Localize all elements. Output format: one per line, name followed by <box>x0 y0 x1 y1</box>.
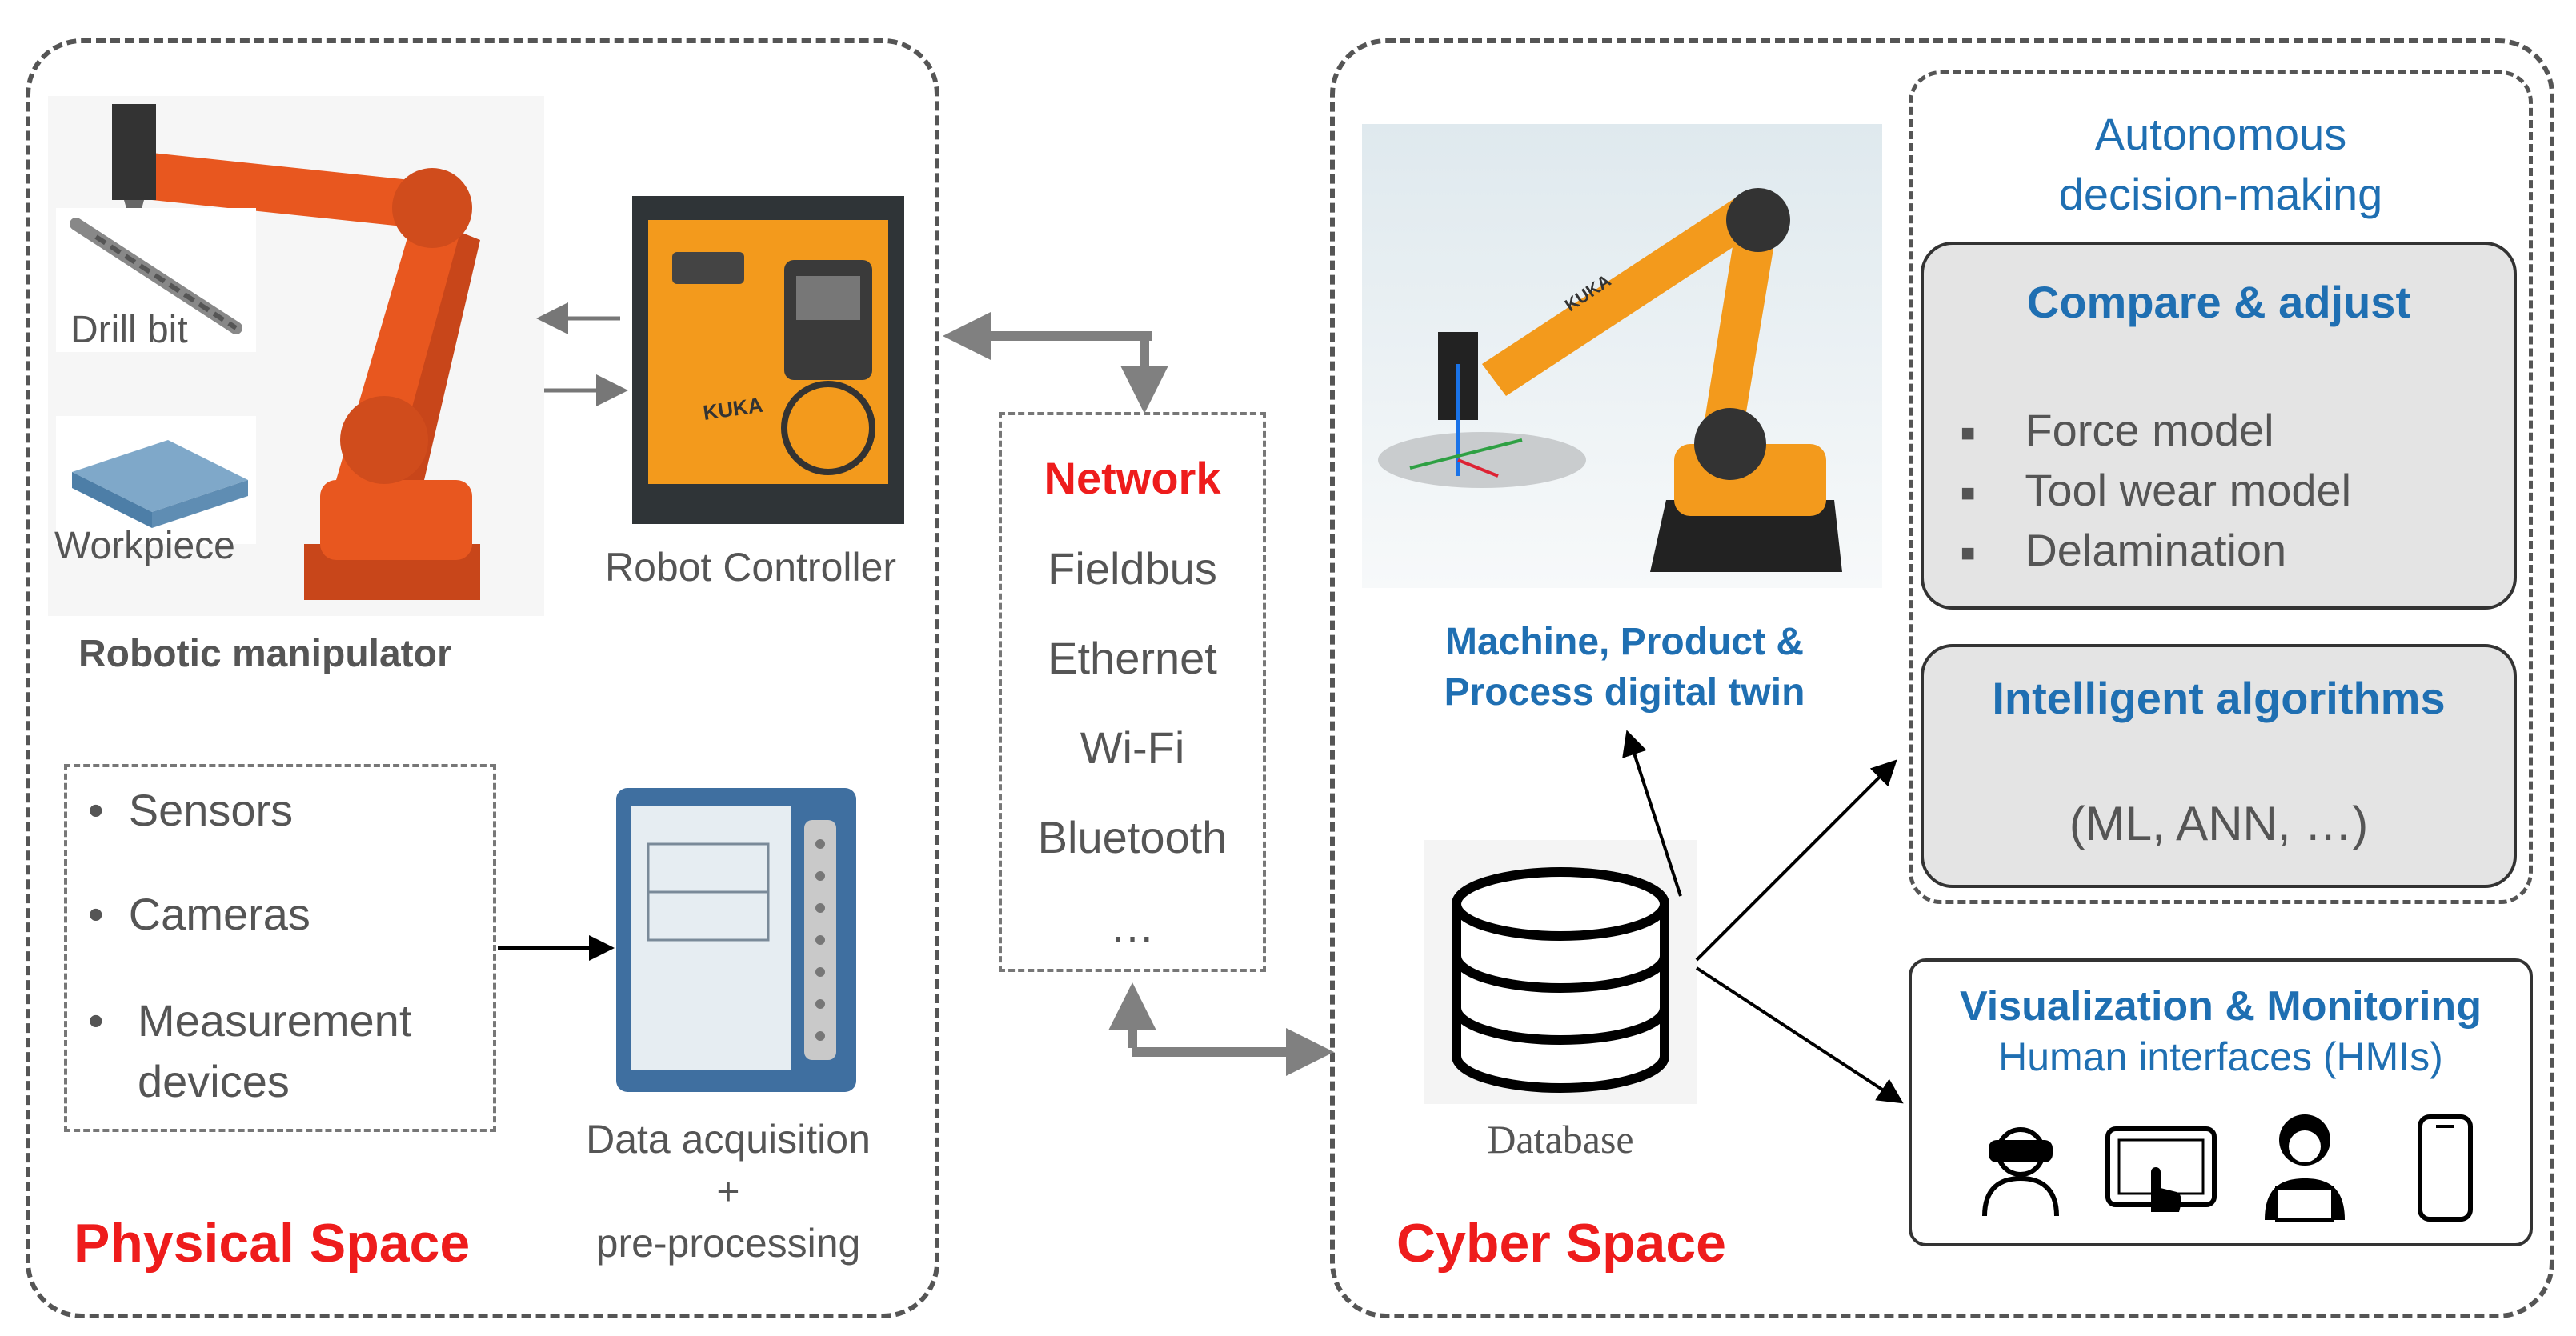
daq-label-line3: pre-processing <box>595 1221 861 1266</box>
physical-space-title: Physical Space <box>74 1213 471 1274</box>
sensors-box <box>64 764 496 1132</box>
network-title: Network <box>1044 453 1221 503</box>
bullet: • <box>88 995 129 1046</box>
cameras-item: • Cameras <box>88 888 310 940</box>
twin-label-line2: Process digital twin <box>1444 671 1805 714</box>
workpiece-label: Workpiece <box>54 525 235 567</box>
visualization-box <box>1909 958 2533 1246</box>
database-to-twin-arrow <box>1622 730 1682 897</box>
robotic-manipulator-label: Robotic manipulator <box>78 633 452 675</box>
bullet: ■ <box>1961 420 1976 447</box>
cameras-text: Cameras <box>128 889 310 939</box>
daq-label-line2: + <box>716 1169 740 1214</box>
autonomous-label-line1: Autonomous <box>2094 109 2347 159</box>
network-ellipsis: … <box>1110 901 1155 951</box>
bullet: • <box>88 889 129 939</box>
robot-controller-label: Robot Controller <box>605 545 897 590</box>
database-to-algorithms-arrow <box>1695 759 1897 962</box>
network-ethernet: Ethernet <box>1048 633 1217 683</box>
autonomous-decision-box <box>1909 70 2533 904</box>
delamination-text: Delamination <box>2025 525 2287 575</box>
intelligent-algorithms-sub: (ML, ANN, …) <box>2069 797 2369 850</box>
autonomous-label-line2: decision-making <box>2058 169 2383 219</box>
twin-label-line1: Machine, Product & <box>1444 621 1805 663</box>
delamination-item: ■ Delamination <box>1961 524 2286 576</box>
cyber-space-title: Cyber Space <box>1396 1213 1726 1274</box>
cyber-space-panel <box>1330 38 2554 1318</box>
sensors-text: Sensors <box>128 785 294 835</box>
touchscreen-icon <box>2105 1126 2217 1212</box>
network-box <box>999 412 1266 972</box>
visualization-title: Visualization & Monitoring <box>1960 983 2482 1030</box>
compare-adjust-title: Compare & adjust <box>2026 277 2411 327</box>
operator-laptop-icon <box>2265 1114 2345 1222</box>
database-to-visualization-arrow <box>1695 966 1904 1104</box>
sensors-item: • Sensors <box>88 784 293 836</box>
robot-controller-image: KUKA <box>632 196 904 524</box>
visualization-sub: Human interfaces (HMIs) <box>1998 1034 2443 1079</box>
network-fieldbus: Fieldbus <box>1048 543 1217 594</box>
tool-wear-model-text: Tool wear model <box>2025 465 2352 515</box>
compare-adjust-box <box>1921 242 2517 610</box>
network-bluetooth: Bluetooth <box>1037 812 1228 862</box>
measurement-devices-text: Measurement devices <box>138 995 412 1106</box>
database-label: Database <box>1487 1117 1634 1162</box>
intelligent-algorithms-title: Intelligent algorithms <box>1992 673 2446 723</box>
robotic-manipulator-image <box>48 96 544 616</box>
bullet: ■ <box>1961 540 1976 567</box>
tool-wear-model-item: ■ Tool wear model <box>1961 464 2351 516</box>
daq-label-line1: Data acquisition <box>586 1117 871 1162</box>
intelligent-algorithms-box <box>1921 644 2517 888</box>
physical-space-panel <box>26 38 939 1318</box>
daq-device-image <box>616 788 856 1092</box>
digital-twin-image: KUKA <box>1362 124 1882 588</box>
database-icon <box>1424 840 1697 1104</box>
drill-bit-label: Drill bit <box>70 309 188 351</box>
network-wifi: Wi-Fi <box>1080 722 1185 773</box>
vr-headset-user-icon <box>1982 1127 2059 1217</box>
bullet: • <box>88 785 129 835</box>
measurement-devices-item: • Measurement devices <box>88 990 456 1112</box>
force-model-text: Force model <box>2025 405 2274 455</box>
bullet: ■ <box>1961 480 1976 507</box>
force-model-item: ■ Force model <box>1961 404 2274 456</box>
smartphone-icon <box>2418 1114 2473 1222</box>
